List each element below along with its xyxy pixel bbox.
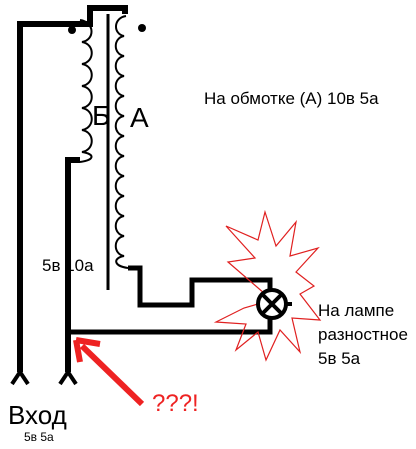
winding-a-output-wire (128, 265, 273, 308)
winding-a-label: А (130, 102, 149, 133)
input-label: Вход (8, 400, 67, 430)
question-arrow-shaft (79, 343, 145, 407)
question-text: ???! (152, 390, 199, 417)
input-note: 5в 5а (24, 430, 54, 444)
lamp-cross (260, 292, 284, 316)
winding-b-label: Б (92, 100, 111, 131)
polarity-dot-b (68, 26, 76, 34)
polarity-dot-a (138, 24, 146, 32)
winding-b-coil (79, 19, 93, 163)
question-arrow-head (73, 337, 101, 363)
input-wire-right (65, 157, 80, 372)
lamp-note-line3: 5в 5а (318, 349, 361, 368)
input-terminal-left (10, 370, 30, 386)
winding-a-note: На обмотке (А) 10в 5а (204, 89, 379, 108)
return-wire (68, 318, 273, 335)
lamp-note-line1: На лампе (318, 301, 395, 320)
winding-a-coil (114, 15, 129, 269)
winding-b-note: 5в 10а (42, 256, 94, 275)
lamp-note-line2: разностное (318, 325, 408, 344)
burst-outline (213, 209, 322, 362)
input-terminal-right (58, 370, 78, 386)
input-wire-left (17, 5, 128, 372)
